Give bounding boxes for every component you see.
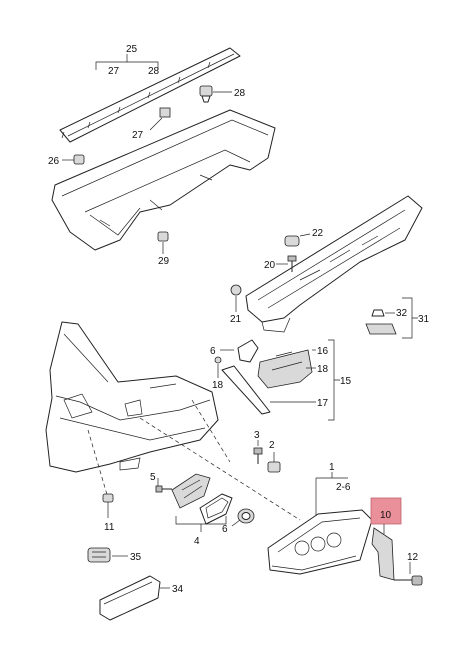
label-15: 15 <box>340 376 352 387</box>
clip-29 <box>157 231 169 242</box>
label-4: 4 <box>194 536 200 547</box>
trunk-lid-trim-panel <box>245 195 423 333</box>
label-27b: 27 <box>132 130 144 141</box>
label-28b: 28 <box>234 88 246 99</box>
label-2-6: 2-6 <box>336 482 351 493</box>
label-6: 6 <box>222 524 228 535</box>
label-29: 29 <box>158 256 170 267</box>
label-16a: 16 <box>317 346 329 357</box>
screw-20 <box>287 255 297 272</box>
label-20: 20 <box>264 260 276 271</box>
label-11: 11 <box>104 522 115 533</box>
label-2: 2 <box>269 440 275 451</box>
label-1: 1 <box>329 462 335 473</box>
bracket-31 <box>402 297 418 339</box>
connector-35 <box>87 547 111 563</box>
screw-3 <box>253 447 263 464</box>
parcel-shelf-panel <box>51 109 276 251</box>
clip-22 <box>284 235 300 247</box>
label-35: 35 <box>130 552 142 563</box>
label-31: 31 <box>418 314 430 325</box>
clip-2 <box>267 461 281 473</box>
label-3: 3 <box>254 430 260 441</box>
label-28a: 28 <box>148 66 160 77</box>
nut-12 <box>394 575 423 586</box>
reflector-34 <box>99 575 161 621</box>
label-18b: 18 <box>317 364 329 375</box>
label-6-small: 6 <box>210 346 216 357</box>
clip-18a <box>214 356 222 364</box>
label-17: 17 <box>317 398 329 409</box>
label-26: 26 <box>48 156 60 167</box>
label-21: 21 <box>230 314 242 325</box>
bolt-11 <box>102 493 114 503</box>
clip-26 <box>73 154 85 165</box>
upper-trim-strip <box>59 47 241 143</box>
highlight-box-10 <box>370 497 402 525</box>
label-25: 25 <box>126 44 138 55</box>
car-rear-body <box>45 321 219 473</box>
clip-28 <box>199 85 213 103</box>
label-10: 10 <box>380 510 392 521</box>
interior-lamp-32 <box>371 309 385 317</box>
lamp-insert-16 <box>257 349 313 389</box>
label-32: 32 <box>396 308 408 319</box>
label-34: 34 <box>172 584 184 595</box>
label-22: 22 <box>312 228 324 239</box>
clip-27 <box>159 107 171 118</box>
label-27a: 27 <box>108 66 120 77</box>
label-5: 5 <box>150 472 156 483</box>
label-18a: 18 <box>212 380 224 391</box>
bracket-10 <box>371 527 395 581</box>
label-12: 12 <box>407 552 419 563</box>
bracket-15 <box>328 339 340 421</box>
lamp-holder-4a <box>171 473 211 509</box>
grommet-16 <box>237 339 259 363</box>
clip-21 <box>230 284 242 296</box>
screw-5 <box>155 485 172 493</box>
bracket-4 <box>175 516 227 532</box>
seal-17 <box>221 365 271 415</box>
tail-lamp-1 <box>267 509 373 575</box>
interior-lamp-31 <box>365 323 397 335</box>
lamp-gasket-4b <box>199 493 233 525</box>
grommet-6 <box>237 508 255 524</box>
